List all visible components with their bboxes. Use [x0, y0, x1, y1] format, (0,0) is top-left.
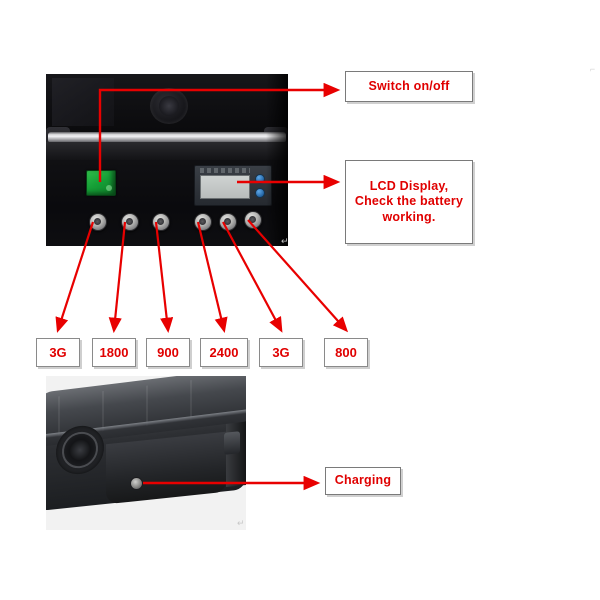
- frequency-label-text: 1800: [99, 345, 129, 360]
- case-side-shadow: [266, 74, 288, 246]
- antenna-connector-4[interactable]: [194, 213, 212, 231]
- lcd-button-up[interactable]: [255, 174, 265, 184]
- jammer-front-panel-photo: [46, 74, 288, 246]
- callout-charging: Charging: [325, 467, 401, 495]
- callout-lcd-line-2: Check the battery: [354, 194, 464, 209]
- frequency-label-box-4: 2400: [200, 338, 248, 367]
- charging-port[interactable]: [130, 477, 143, 490]
- lcd-label-strip: [200, 168, 250, 173]
- lcd-button-down[interactable]: [255, 188, 265, 198]
- antenna-connector-5[interactable]: [219, 213, 237, 231]
- lcd-display-module: [194, 165, 272, 206]
- antenna-connector-1[interactable]: [89, 213, 107, 231]
- power-switch[interactable]: [86, 170, 116, 196]
- frequency-label-text: 800: [335, 345, 357, 360]
- case-latch[interactable]: [224, 431, 240, 455]
- lcd-screen: [200, 175, 250, 199]
- frequency-label-box-2: 1800: [92, 338, 136, 367]
- frequency-label-box-1: 3G: [36, 338, 80, 367]
- handle-shadow: [46, 142, 288, 160]
- scan-mark-bottom: ↵: [237, 518, 245, 528]
- scan-mark-mid: ↵: [281, 236, 289, 246]
- callout-lcd-display: LCD Display, Check the battery working.: [345, 160, 473, 244]
- brand-emblem-icon: [150, 88, 188, 124]
- frequency-label-box-5: 3G: [259, 338, 303, 367]
- antenna-connector-3[interactable]: [152, 213, 170, 231]
- callout-charging-label: Charging: [334, 473, 392, 488]
- callout-lcd-line-1: LCD Display,: [369, 178, 449, 193]
- frequency-label-text: 900: [157, 345, 179, 360]
- frequency-label-text: 2400: [209, 345, 239, 360]
- frequency-label-text: 3G: [49, 345, 67, 360]
- scan-mark-top-right: ⌐: [590, 64, 596, 74]
- jammer-carrying-case-photo: [46, 376, 246, 530]
- antenna-connector-6[interactable]: [244, 211, 262, 229]
- frequency-label-box-6: 800: [324, 338, 368, 367]
- frequency-label-box-3: 900: [146, 338, 190, 367]
- antenna-connector-2[interactable]: [121, 213, 139, 231]
- frequency-label-text: 3G: [272, 345, 290, 360]
- case-front-face: [106, 431, 226, 505]
- callout-lcd-line-3: working.: [382, 209, 436, 224]
- callout-switch-label: Switch on/off: [368, 78, 450, 93]
- callout-switch-on-off: Switch on/off: [345, 71, 473, 102]
